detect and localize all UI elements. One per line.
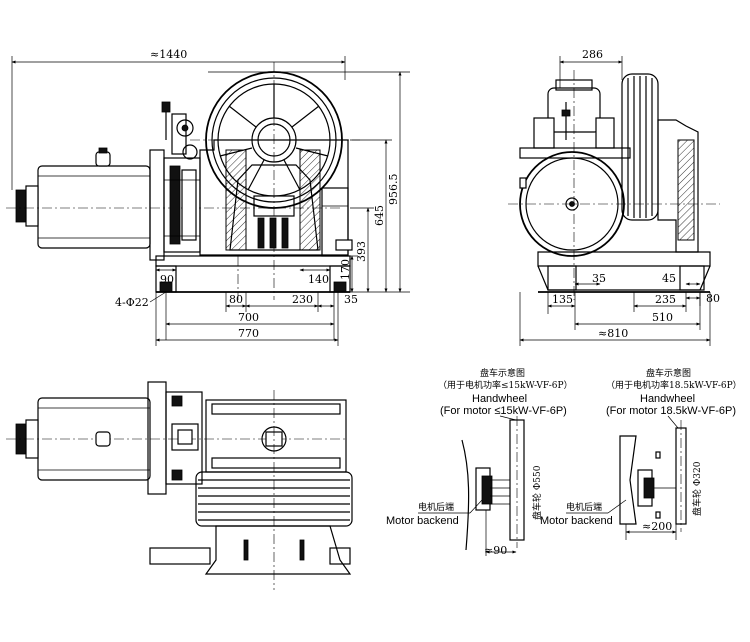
dim-side-80: 80 [706,292,720,305]
hw-large-title-cn: 盘车示意图 [646,367,691,379]
bolt-holes-label: 4-Φ22 [115,296,149,309]
dim-side-810: ≈810 [598,327,628,340]
dim-height-645: 645 [373,205,386,226]
dim-80: 80 [229,293,243,306]
top-view [6,381,353,590]
hw-small-subtitle-en: (For motor ≤15kW-VF-6P) [440,405,567,417]
dim-height-170: 170 [339,259,352,280]
hw-large-backend-cn: 电机后端 [566,501,602,513]
hw-small-backend-cn: 电机后端 [418,501,454,513]
hw-large-vertical-label: 盘车轮 Φ320 [691,461,703,516]
dim-height-393: 393 [355,241,368,262]
dim-top-286: 286 [582,48,603,61]
dim-700: 700 [238,311,259,324]
hw-large-subtitle-cn: （用于电机功率18.5kW-VF-6P） [606,379,742,391]
hw-large-title-en: Handwheel [640,393,695,405]
hw-small-dim-bottom: ≈90 [484,544,507,557]
dim-side-135: 135 [552,293,573,306]
hw-small-vertical-label: 盘车轮 Φ550 [531,465,543,520]
side-view: 286 [508,48,720,346]
dim-230: 230 [292,293,313,306]
dim-35: 35 [344,293,358,306]
dim-140: 140 [308,273,329,286]
hw-small-title-cn: 盘车示意图 [480,367,525,379]
dim-770: 770 [238,327,259,340]
hw-small-title-en: Handwheel [472,393,527,405]
dim-overall-length: ≈1440 [150,48,187,61]
dim-side-510: 510 [652,311,673,324]
dim-height-total: 956.5 [387,174,400,206]
dim-side-235: 235 [655,293,676,306]
hw-large-dim-bottom: ≈200 [642,520,672,533]
hw-large-subtitle-en: (For motor 18.5kW-VF-6P) [606,405,736,417]
dim-side-35: 35 [592,272,606,285]
dim-side-45: 45 [662,272,676,285]
front-view: ≈1440 [6,48,410,346]
hw-small-backend-en: Motor backend [386,515,459,527]
dim-90: 90 [160,273,174,286]
hw-large-backend-en: Motor backend [540,515,613,527]
handwheel-small-detail: 盘车示意图 （用于电机功率≤15kW-VF-6P） Handwheel (For… [386,367,573,557]
handwheel-large-detail: 盘车示意图 （用于电机功率18.5kW-VF-6P） Handwheel (Fo… [540,367,742,540]
hw-small-subtitle-cn: （用于电机功率≤15kW-VF-6P） [438,379,573,391]
